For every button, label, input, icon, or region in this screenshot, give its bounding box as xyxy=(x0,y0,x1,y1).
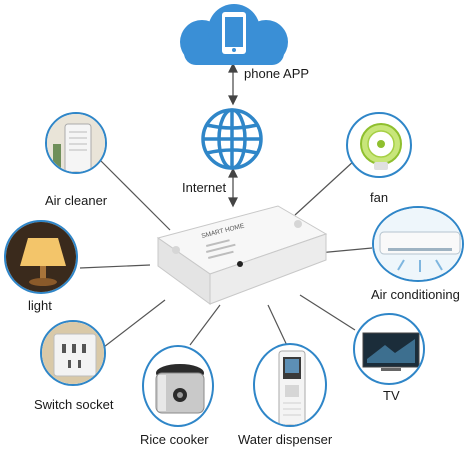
rice-cooker-icon xyxy=(155,364,205,414)
fan-circle xyxy=(346,112,412,178)
line-air-conditioning xyxy=(317,247,373,254)
tv-icon xyxy=(362,332,420,371)
line-tv xyxy=(299,294,356,331)
socket-icon xyxy=(42,322,104,384)
line-light xyxy=(79,264,151,269)
line-fan xyxy=(294,159,356,216)
line-switch-socket xyxy=(99,299,166,351)
smartphone-icon xyxy=(222,12,246,54)
switch-socket-label: Switch socket xyxy=(34,397,114,412)
line-air-cleaner xyxy=(99,159,171,231)
air-conditioning-circle xyxy=(372,206,464,282)
cloud-icon xyxy=(180,4,288,65)
air-cleaner-circle xyxy=(45,112,107,174)
smart-home-device: SMART HOME xyxy=(156,205,328,305)
rice-cooker-circle xyxy=(142,345,214,427)
air-conditioner-icon xyxy=(374,208,462,280)
water-dispenser-circle xyxy=(253,343,327,427)
fan-icon xyxy=(360,123,402,170)
tv-circle xyxy=(353,313,425,385)
lamp-icon xyxy=(6,222,76,292)
tv-label: TV xyxy=(383,388,400,403)
rice-cooker-label: Rice cooker xyxy=(140,432,209,447)
air-cleaner-label: Air cleaner xyxy=(45,193,108,208)
switch-socket-circle xyxy=(40,320,106,386)
air-cleaner-icon xyxy=(47,114,105,172)
water-dispenser-icon xyxy=(278,350,306,425)
line-rice-cooker xyxy=(189,304,221,346)
phone-app-label: phone APP xyxy=(244,66,310,81)
globe-icon xyxy=(201,108,263,170)
internet-label: Internet xyxy=(182,180,227,195)
light-circle xyxy=(4,220,78,294)
air-conditioning-label: Air conditioning xyxy=(371,287,460,302)
light-label: light xyxy=(28,298,52,313)
fan-label: fan xyxy=(370,190,389,205)
water-dispenser-label: Water dispenser xyxy=(238,432,333,447)
